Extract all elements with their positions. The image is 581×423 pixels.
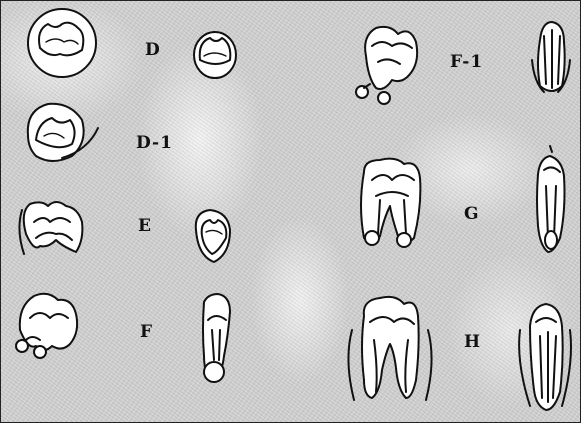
label-d1: D-1 [136, 133, 173, 153]
tooth-f1-side [356, 27, 417, 104]
tooth-e-occlusal [196, 210, 230, 262]
label-e: E [138, 216, 152, 236]
label-d: D [145, 40, 161, 60]
tooth-f-side [16, 294, 77, 358]
tooth-h-side [348, 297, 431, 400]
tooth-f-longitudinal [203, 294, 230, 382]
label-f1: F-1 [450, 52, 483, 72]
tooth-d-occlusal-left [28, 9, 96, 77]
tooth-f1-longitudinal [532, 22, 570, 92]
tooth-g-side [361, 159, 420, 247]
tooth-d-occlusal-right [194, 32, 236, 78]
tooth-d1-occlusal [28, 104, 98, 161]
tooth-h-longitudinal [519, 304, 571, 410]
tooth-e-side [19, 202, 82, 254]
tooth-g-longitudinal [537, 146, 565, 252]
label-h: H [464, 332, 481, 352]
label-g: G [464, 204, 480, 224]
label-f: F [140, 322, 153, 342]
